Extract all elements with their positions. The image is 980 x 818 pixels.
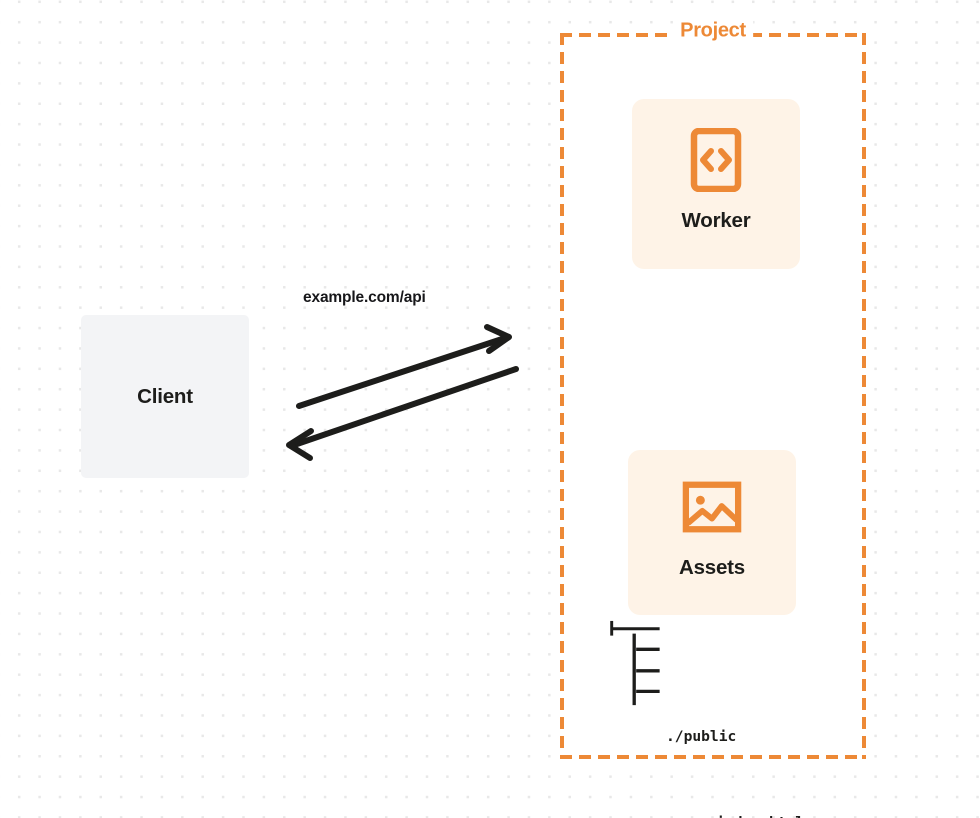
node-assets[interactable]: Assets [628,450,796,615]
connection-label: example.com/api [303,289,426,306]
arrow-left-icon [286,366,519,461]
project-title: Project [673,19,753,43]
project-border-bottom [560,755,866,759]
image-icon [682,475,742,539]
node-worker[interactable]: Worker [632,99,800,269]
code-file-icon [686,125,746,195]
file-tree: ./public index.html blog.html contact.ht… [608,618,804,818]
node-worker-label: Worker [681,209,751,232]
project-border-left [560,33,564,759]
file-tree-row-item[interactable]: index.html [608,812,804,818]
project-border-right [862,33,866,759]
node-client-label: Client [137,384,193,408]
file-tree-root-name: ./public [666,727,737,745]
arrow-right-icon [296,324,512,409]
node-assets-label: Assets [678,556,746,579]
file-tree-item-name: index.html [666,812,804,818]
node-client[interactable]: Client [81,315,249,478]
file-tree-row-root[interactable]: ./public [608,726,804,748]
file-tree-lines [610,620,660,706]
